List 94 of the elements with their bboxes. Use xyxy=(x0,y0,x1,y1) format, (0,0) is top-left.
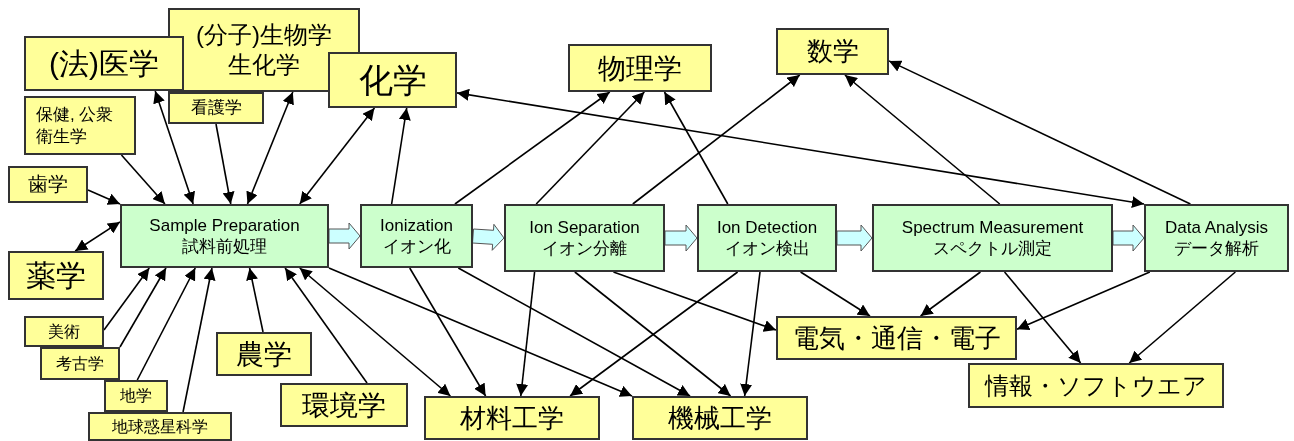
field-box xyxy=(40,347,120,380)
arrow xyxy=(120,154,166,205)
node-label: 美術 xyxy=(48,321,80,342)
arrow xyxy=(612,271,777,332)
arrow xyxy=(1128,271,1237,364)
field-box xyxy=(568,44,712,92)
arrow xyxy=(799,271,871,317)
arrow xyxy=(246,91,294,205)
node-label: 試料前処理 xyxy=(182,236,267,258)
arrow xyxy=(103,267,151,331)
node-label: スペクトル測定 xyxy=(933,238,1052,260)
field-box xyxy=(632,396,808,440)
block-arrow xyxy=(836,224,873,252)
field-box xyxy=(776,28,889,75)
arrow xyxy=(246,267,264,333)
node-label: 数学 xyxy=(806,35,859,68)
field-box xyxy=(168,92,264,124)
arrow xyxy=(298,107,376,205)
node-label: 保健, 公衆衛生学 xyxy=(36,104,115,147)
arrow xyxy=(456,88,1145,208)
field-box xyxy=(104,380,168,412)
node-label: 歯学 xyxy=(28,172,68,197)
process-box xyxy=(120,204,329,268)
arrow xyxy=(663,91,729,205)
process-box xyxy=(872,204,1113,272)
arrow xyxy=(119,267,167,348)
node-label: 農学 xyxy=(236,337,292,372)
node-label: (法)医学 xyxy=(49,45,159,82)
node-label: Ion Separation xyxy=(529,216,640,238)
field-box xyxy=(24,316,104,347)
process-box xyxy=(360,204,473,268)
process-box xyxy=(697,204,837,272)
arrow xyxy=(408,267,487,397)
node-label: 薬学 xyxy=(26,257,86,294)
arrow xyxy=(390,107,411,205)
block-arrow xyxy=(472,223,505,251)
arrow xyxy=(454,91,611,205)
node-label: 環境学 xyxy=(302,388,386,423)
field-box xyxy=(8,166,88,203)
node-label: 生化学 xyxy=(228,50,300,80)
node-label: 電気・通信・電子 xyxy=(792,321,1001,355)
arrow xyxy=(888,60,1192,205)
node-label: 情報・ソフトウエア xyxy=(985,370,1207,401)
node-label: イオン分離 xyxy=(542,238,627,260)
arrow xyxy=(153,90,195,205)
node-label: Data Analysis xyxy=(1165,216,1268,238)
arrow xyxy=(632,74,801,205)
process-box xyxy=(504,204,665,272)
block-arrow xyxy=(328,222,361,250)
arrow xyxy=(516,271,536,397)
arrow xyxy=(74,221,121,252)
node-label: 看護学 xyxy=(190,97,242,119)
field-box xyxy=(88,412,232,441)
field-box xyxy=(776,316,1017,360)
field-box xyxy=(216,332,312,376)
node-label: イオン検出 xyxy=(724,238,810,260)
field-box xyxy=(280,383,408,427)
node-label: Ion Detection xyxy=(716,216,818,238)
arrow xyxy=(1003,271,1082,364)
process-box xyxy=(1144,204,1289,272)
arrow xyxy=(844,74,1001,205)
arrow xyxy=(182,267,216,413)
node-label: 考古学 xyxy=(56,353,104,374)
field-box xyxy=(24,96,136,155)
arrow xyxy=(919,271,982,317)
node-label: Sample Preparation xyxy=(149,214,300,236)
field-box xyxy=(24,36,184,91)
field-box xyxy=(968,363,1224,408)
node-label: Ionization xyxy=(380,214,453,236)
block-arrow xyxy=(664,224,698,252)
node-label: 材料工学 xyxy=(460,401,564,435)
arrow xyxy=(535,91,646,205)
node-label: イオン化 xyxy=(382,236,451,258)
node-label: Spectrum Measurement xyxy=(901,216,1084,238)
field-box xyxy=(8,251,104,300)
arrow xyxy=(740,271,761,397)
arrow xyxy=(328,267,633,397)
field-box xyxy=(424,396,600,440)
node-label: 化学 xyxy=(358,59,427,101)
arrow xyxy=(1016,271,1151,330)
arrow xyxy=(284,267,368,384)
field-box xyxy=(328,52,457,108)
node-label: 地球惑星科学 xyxy=(112,416,208,437)
arrow xyxy=(215,123,235,205)
node-label: (分子)生物学 xyxy=(196,20,332,50)
node-label: 物理学 xyxy=(598,51,682,86)
arrow xyxy=(298,267,452,397)
block-arrow xyxy=(1112,224,1145,252)
arrow xyxy=(457,267,691,397)
node-label: 機械工学 xyxy=(668,401,772,435)
arrow xyxy=(87,189,121,205)
arrow xyxy=(136,267,197,381)
node-label: 地学 xyxy=(120,386,152,406)
node-label: データ解析 xyxy=(1174,238,1259,260)
